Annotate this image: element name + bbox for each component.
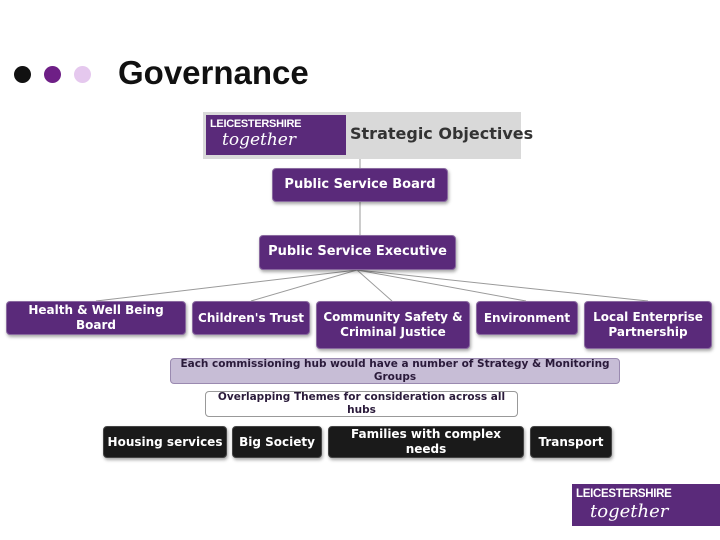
header-logo: LEICESTERSHIRE together	[206, 115, 346, 155]
overlapping-themes-note-text: Overlapping Themes for consideration acr…	[217, 390, 506, 416]
overlapping-themes-note: Overlapping Themes for consideration acr…	[205, 391, 518, 417]
public-service-board-label: Public Service Board	[284, 176, 436, 192]
bullet-dot-light	[74, 66, 91, 83]
footer-logo-line1: LEICESTERSHIRE	[576, 488, 672, 500]
bullet-dot-dark	[14, 66, 31, 83]
theme-transport: Transport	[530, 426, 612, 458]
slide-title: Governance	[118, 54, 309, 91]
hub-community-safety-criminal-justice: Community Safety & Criminal Justice	[316, 301, 470, 349]
theme-housing-services: Housing services	[103, 426, 227, 458]
hub-label: Health & Well Being Board	[28, 303, 164, 332]
public-service-executive: Public Service Executive	[259, 235, 456, 270]
commissioning-hub-note-text: Each commissioning hub would have a numb…	[180, 357, 610, 383]
public-service-executive-label: Public Service Executive	[268, 244, 447, 260]
hub-label-line2: Criminal Justice	[340, 325, 446, 339]
hub-label: Children's Trust	[198, 310, 304, 325]
theme-families-complex-needs: Families with complex needs	[328, 426, 524, 458]
header-logo-line1: LEICESTERSHIRE	[210, 118, 302, 130]
theme-big-society: Big Society	[232, 426, 322, 458]
hub-label: Environment	[483, 310, 571, 325]
bullet-dot-purple	[44, 66, 61, 83]
theme-label: Big Society	[239, 434, 315, 449]
theme-label: Housing services	[107, 434, 223, 449]
hub-label-line2: Partnership	[608, 325, 688, 339]
theme-label: Families with complex needs	[351, 427, 501, 456]
footer-logo-line2: together	[590, 501, 669, 522]
public-service-board: Public Service Board	[272, 168, 448, 202]
commissioning-hub-note: Each commissioning hub would have a numb…	[170, 358, 620, 384]
hub-environment: Environment	[476, 301, 578, 335]
footer-logo: LEICESTERSHIRE together	[572, 484, 720, 526]
hub-label-line1: Local Enterprise	[593, 310, 703, 324]
header-logo-line2: together	[222, 130, 296, 150]
hub-local-enterprise-partnership: Local Enterprise Partnership	[584, 301, 712, 349]
hub-label-line1: Community Safety &	[323, 310, 463, 324]
hub-health-well-being-board: Health & Well Being Board	[6, 301, 186, 335]
theme-label: Transport	[538, 434, 604, 449]
hub-childrens-trust: Children's Trust	[192, 301, 310, 335]
strategic-objectives-label: Strategic Objectives	[350, 124, 534, 143]
